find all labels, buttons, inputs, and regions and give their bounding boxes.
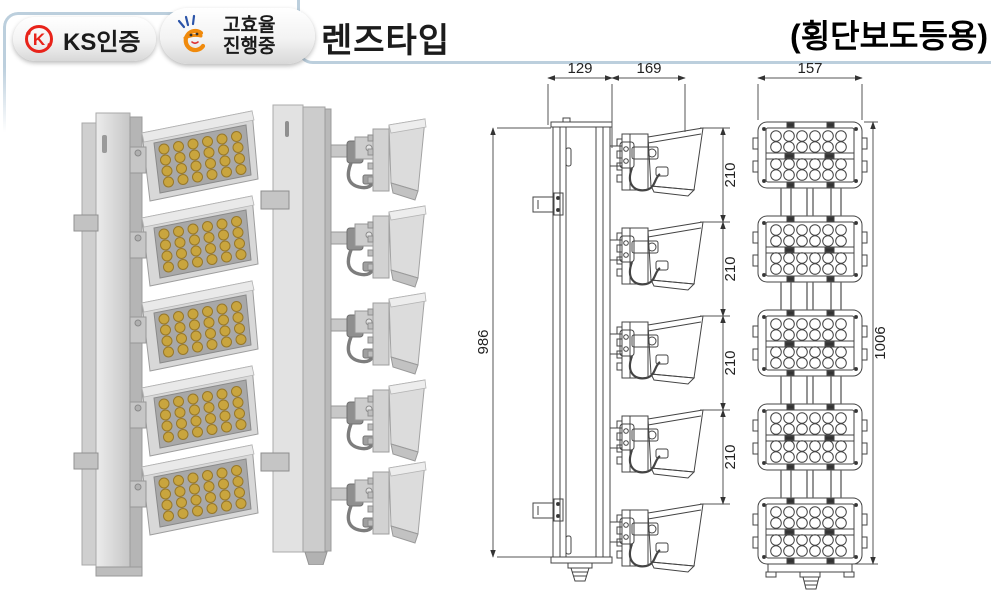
svg-text:K: K <box>33 30 46 49</box>
efficiency-badge-label: 고효율 진행중 <box>223 15 275 58</box>
high-efficiency-icon <box>177 14 206 53</box>
dimension-lines <box>490 75 878 565</box>
front-view-fixtures <box>753 122 867 564</box>
photo2-light-heads <box>329 117 428 545</box>
side-view-pole <box>532 117 613 582</box>
dim-side-height: 986 <box>475 329 492 354</box>
dimension-labels: 129 169 157 986 210 210 210 210 1006 <box>475 60 889 470</box>
efficiency-badge-line2: 진행중 <box>223 36 276 57</box>
outer-frame-border <box>3 12 302 145</box>
product-photo-front-angled <box>73 110 259 577</box>
dim-pole-width: 129 <box>567 60 592 77</box>
page-subtitle: (횡단보도등용) <box>790 18 988 54</box>
product-photo-side-profile <box>260 104 428 565</box>
dim-spacing-4: 210 <box>722 444 739 469</box>
dim-spacing-2: 210 <box>722 256 739 281</box>
ks-badge-label: KS인증 <box>63 28 141 56</box>
ks-certification-icon: K <box>25 25 53 53</box>
dim-spacing-1: 210 <box>722 162 739 187</box>
page-title: 렌즈타입 <box>321 22 451 60</box>
ks-certification-badge: K KS인증 <box>13 17 156 61</box>
dim-front-height: 1006 <box>872 326 889 359</box>
dim-head-depth: 169 <box>636 60 661 77</box>
photo2-mounting-pole <box>260 104 332 565</box>
front-view-base <box>765 563 855 590</box>
efficiency-badge-line1: 고효율 <box>223 14 276 36</box>
high-efficiency-badge: 고효율 진행중 <box>160 8 315 64</box>
dim-spacing-3: 210 <box>722 350 739 375</box>
photo1-light-heads <box>129 110 259 536</box>
dim-front-width: 157 <box>797 60 822 77</box>
side-view-light-heads <box>608 126 705 574</box>
technical-drawing: 129 169 157 986 210 210 210 210 1006 <box>475 60 889 590</box>
